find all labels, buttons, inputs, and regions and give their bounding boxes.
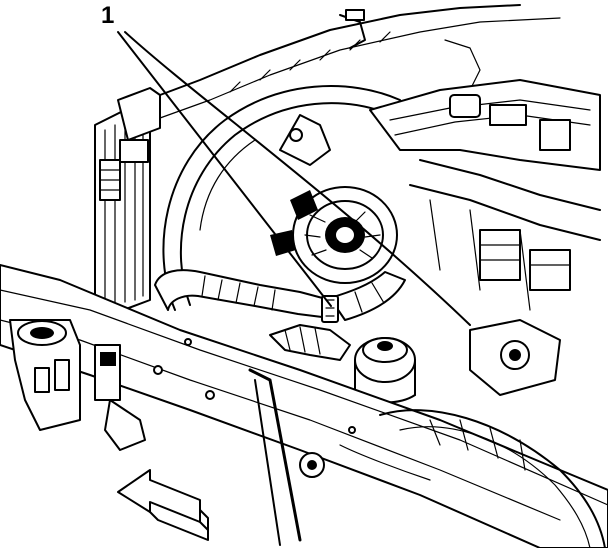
radiator [94,87,161,316]
callout-label-1: 1 [101,2,115,29]
hose-clamp [321,295,339,323]
generator [270,114,398,284]
engine-upper [369,79,601,311]
lower-hose [269,324,416,404]
fan-shroud [162,85,401,311]
radiator-support [149,4,561,119]
callout-leader-1 [117,31,332,307]
secondary-leader [124,31,471,326]
front-arrow-icon [117,469,209,541]
tow-hook-bracket [9,319,146,451]
frame-rail [0,264,608,548]
wheel-well [379,319,606,548]
